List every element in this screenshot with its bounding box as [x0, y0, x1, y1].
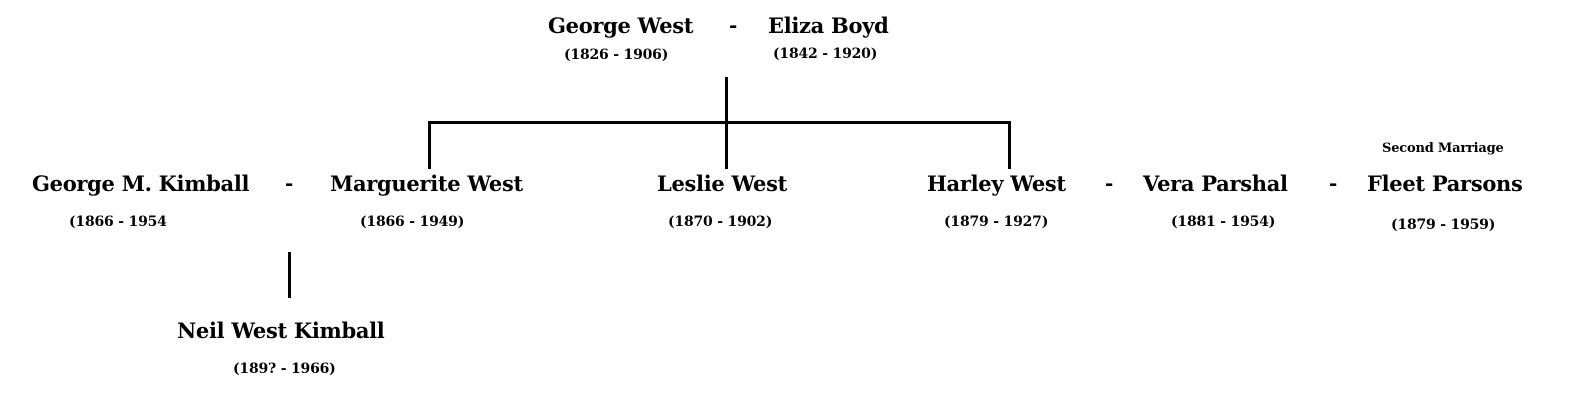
- person-name-harley-west: Harley West: [927, 171, 1066, 196]
- child-drop-line-harley: [1008, 121, 1011, 169]
- person-name-vera-parshal: Vera Parshal: [1143, 171, 1288, 196]
- person-name-eliza-boyd: Eliza Boyd: [768, 13, 889, 38]
- child-drop-line-marguerite: [428, 121, 431, 169]
- marriage-separator: -: [1105, 171, 1114, 195]
- sibling-bar-line: [428, 121, 1011, 124]
- person-dates-fleet-parsons: (1879 - 1959): [1391, 217, 1496, 233]
- person-dates-george-west: (1826 - 1906): [564, 47, 669, 63]
- marriage-separator: -: [285, 171, 294, 195]
- second-marriage-label: Second Marriage: [1382, 141, 1504, 156]
- person-dates-eliza-boyd: (1842 - 1920): [773, 46, 878, 62]
- marriage-separator: -: [1329, 171, 1338, 195]
- person-dates-vera-parshal: (1881 - 1954): [1171, 214, 1276, 230]
- person-name-marguerite-west: Marguerite West: [330, 171, 523, 196]
- child-descent-line-kimball: [288, 252, 291, 298]
- person-name-leslie-west: Leslie West: [657, 171, 788, 196]
- person-name-fleet-parsons: Fleet Parsons: [1367, 171, 1523, 196]
- person-name-george-m-kimball: George M. Kimball: [32, 171, 250, 196]
- person-name-george-west: George West: [548, 13, 694, 38]
- person-dates-leslie-west: (1870 - 1902): [668, 214, 773, 230]
- marriage-separator: -: [729, 13, 738, 37]
- person-dates-george-m-kimball: (1866 - 1954: [69, 214, 167, 230]
- person-dates-neil-west-kimball: (189? - 1966): [233, 361, 336, 377]
- person-dates-harley-west: (1879 - 1927): [944, 214, 1049, 230]
- person-name-neil-west-kimball: Neil West Kimball: [177, 318, 385, 343]
- person-dates-marguerite-west: (1866 - 1949): [360, 214, 465, 230]
